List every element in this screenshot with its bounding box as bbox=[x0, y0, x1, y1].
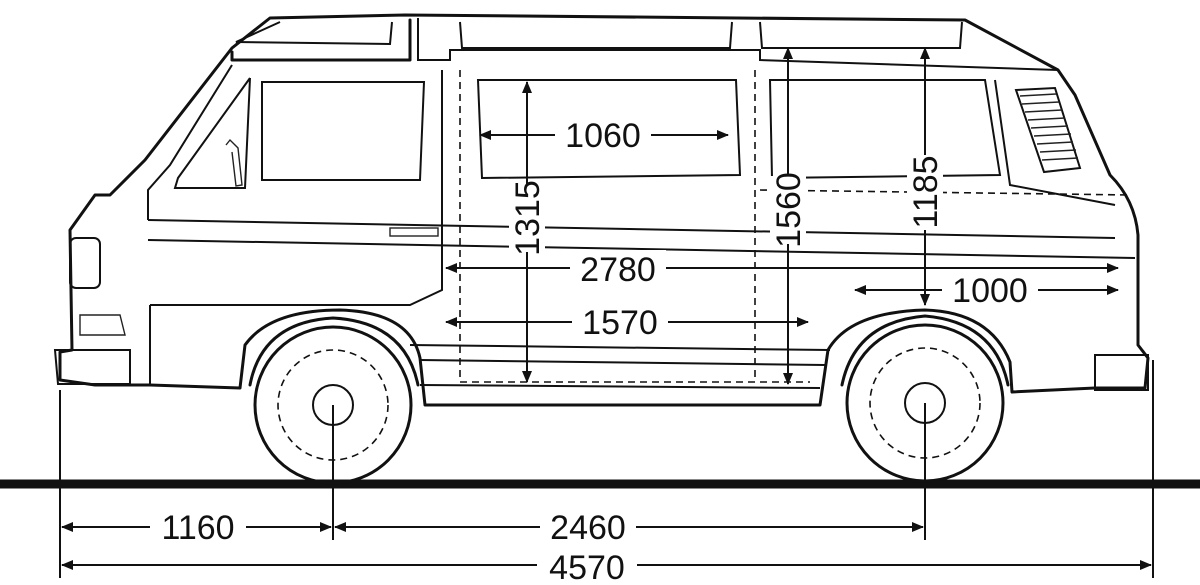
dim-label-overall-length: 4570 bbox=[549, 549, 625, 585]
dim-label-door-height: 1315 bbox=[509, 180, 547, 256]
dimension-labels: 1060 1315 1560 1185 2780 1000 1570 1160 … bbox=[150, 116, 1038, 585]
van-body bbox=[53, 13, 1150, 407]
rear-vent bbox=[1014, 86, 1082, 174]
dim-label-cargo-length: 2780 bbox=[580, 251, 656, 289]
dim-label-window-width: 1060 bbox=[565, 117, 641, 155]
dim-label-interior-height: 1560 bbox=[770, 172, 808, 248]
dim-label-rear-height: 1185 bbox=[907, 155, 945, 228]
dim-label-wheelbase: 2460 bbox=[550, 509, 626, 547]
dim-label-rear-section: 1000 bbox=[952, 272, 1028, 310]
extension-lines bbox=[59, 360, 1154, 578]
dim-label-front-overhang: 1160 bbox=[161, 509, 234, 547]
dim-label-door-opening: 1570 bbox=[582, 304, 658, 342]
